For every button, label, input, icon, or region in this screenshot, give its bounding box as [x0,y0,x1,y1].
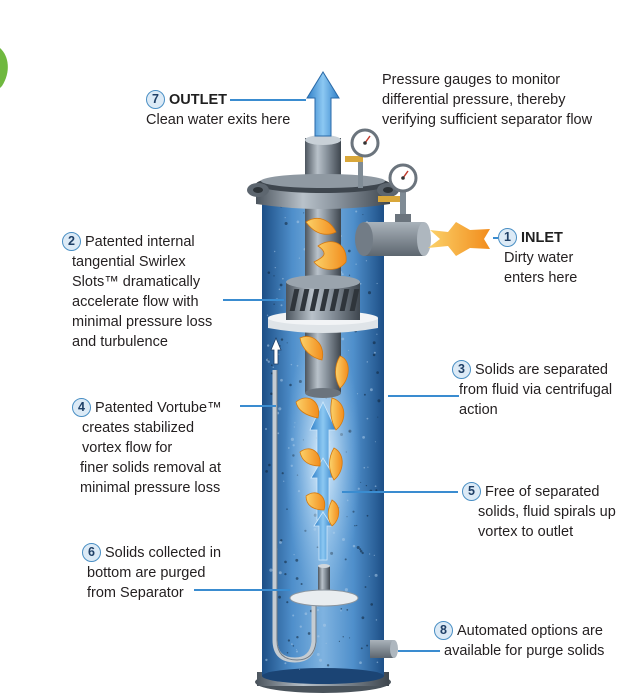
callout-line: Automated options are [457,623,603,639]
callout-line: from fluid via centrifugal [459,382,613,398]
callout-number: 8 [434,621,453,640]
callout-line: action [459,402,498,418]
callout-line: from Separator [87,585,184,601]
bottom-plate [289,564,359,607]
logo-fragment [0,48,8,88]
callout-line: minimal pressure loss [72,314,213,330]
callout-number: 1 [498,228,517,247]
callout-number: 4 [72,398,91,417]
callout-line: Free of separated [485,484,600,500]
callout-line: Clean water exits here [146,112,291,128]
callout-number: 3 [452,360,471,379]
callout-leader-lines [194,99,498,652]
purge-outlet [370,640,398,658]
callout-number: 5 [462,482,481,501]
swirlex-slots [268,275,378,333]
callout-line: finer solids removal at [80,460,222,476]
callout-line: Slots™ dramatically [72,274,201,290]
callout-line: and turbulence [72,334,168,350]
callout-number: 2 [62,232,81,251]
inlet-pipe [355,222,431,256]
callout-line: verifying sufficient separator flow [382,112,593,128]
pressure-gauges [345,128,418,222]
outlet-flow-arrow [306,71,340,137]
callout-line: Patented Vortube™ [95,400,222,416]
callout-line: available for purge solids [444,643,605,659]
orange-spiral-flow [295,218,349,527]
callout-line: bottom are purged [87,565,206,581]
callout-line: vortex flow for [82,440,173,456]
callout-number: 6 [82,543,101,562]
callout-line: tangential Swirlex [72,254,186,270]
callout-number: 7 [146,90,165,109]
callout-line: Dirty water [504,250,574,266]
callout-title: OUTLET [169,92,227,108]
callout-line: Solids are separated [475,362,608,378]
callout-line: Patented internal [85,234,195,250]
callout-line: differential pressure, thereby [382,92,566,108]
callout-line: minimal pressure loss [80,480,221,496]
callout-title: INLET [521,230,563,246]
inlet-flow-arrow [428,222,490,256]
callout-line: creates stabilized [82,420,195,436]
callout-gauges: Pressure gauges to monitor differential … [382,70,592,130]
callout-line: Pressure gauges to monitor [382,72,561,88]
callout-line: solids, fluid spirals up [478,504,616,520]
callout-line: accelerate flow with [72,294,199,310]
callout-line: Solids collected in [105,545,222,561]
callout-line: enters here [504,270,578,286]
callout-line: vortex to outlet [478,524,574,540]
